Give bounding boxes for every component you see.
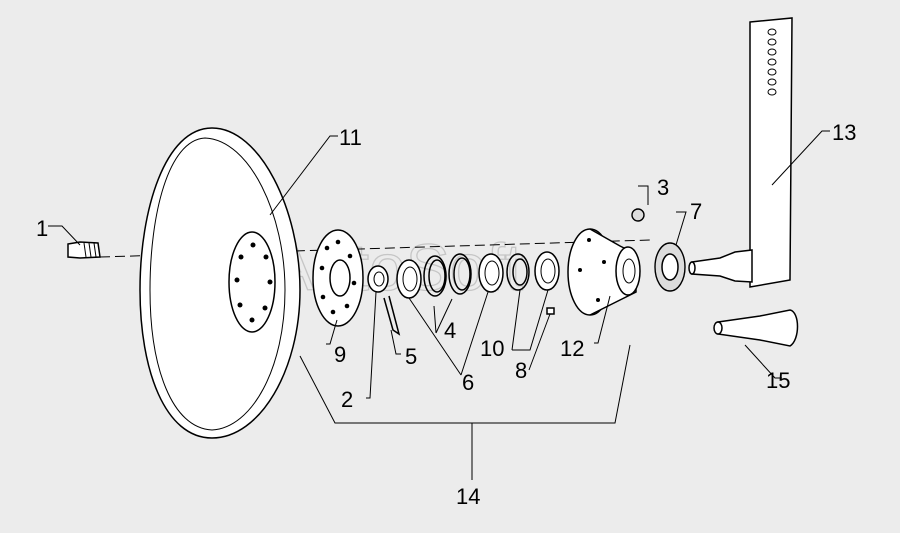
part-2-nut — [367, 265, 389, 293]
callout-11: 11 — [339, 125, 362, 150]
callout-2: 2 — [341, 387, 353, 412]
part-1-bolt — [67, 241, 101, 259]
part-15-stub-spindle — [713, 309, 799, 347]
part-12-hub — [567, 228, 641, 316]
part-13-arm — [688, 17, 793, 288]
part-7-bushing — [654, 242, 686, 292]
part-5-cotter-pin — [383, 295, 401, 336]
callout-9: 9 — [334, 342, 346, 367]
callout-7: 7 — [690, 199, 702, 224]
part-9-flange-plate — [312, 229, 364, 327]
callout-8: 8 — [515, 358, 527, 383]
part-10-seal-left — [506, 253, 530, 291]
part-11-disc-blade — [139, 127, 301, 439]
callout-4: 4 — [444, 318, 456, 343]
callout-12: 12 — [560, 336, 584, 361]
part-4-circlip-left — [423, 255, 447, 297]
callout-labels: 1 2 3 4 5 6 7 8 9 10 11 12 13 14 15 — [36, 120, 856, 509]
part-6-bearing-left — [396, 259, 422, 299]
callout-14: 14 — [456, 484, 480, 509]
part-10-seal-right — [534, 251, 560, 291]
callout-3: 3 — [657, 175, 669, 200]
callout-10: 10 — [480, 336, 504, 361]
part-4-circlip-right — [448, 253, 472, 295]
callout-5: 5 — [405, 344, 417, 369]
part-6-bearing-right — [478, 253, 504, 293]
callout-13: 13 — [832, 120, 856, 145]
callout-1: 1 — [36, 216, 48, 241]
part-3-nut — [631, 208, 645, 222]
part-8-grease-nipple — [546, 307, 555, 315]
callout-6: 6 — [462, 370, 474, 395]
leader-lines — [48, 130, 830, 480]
callout-15: 15 — [766, 368, 790, 393]
